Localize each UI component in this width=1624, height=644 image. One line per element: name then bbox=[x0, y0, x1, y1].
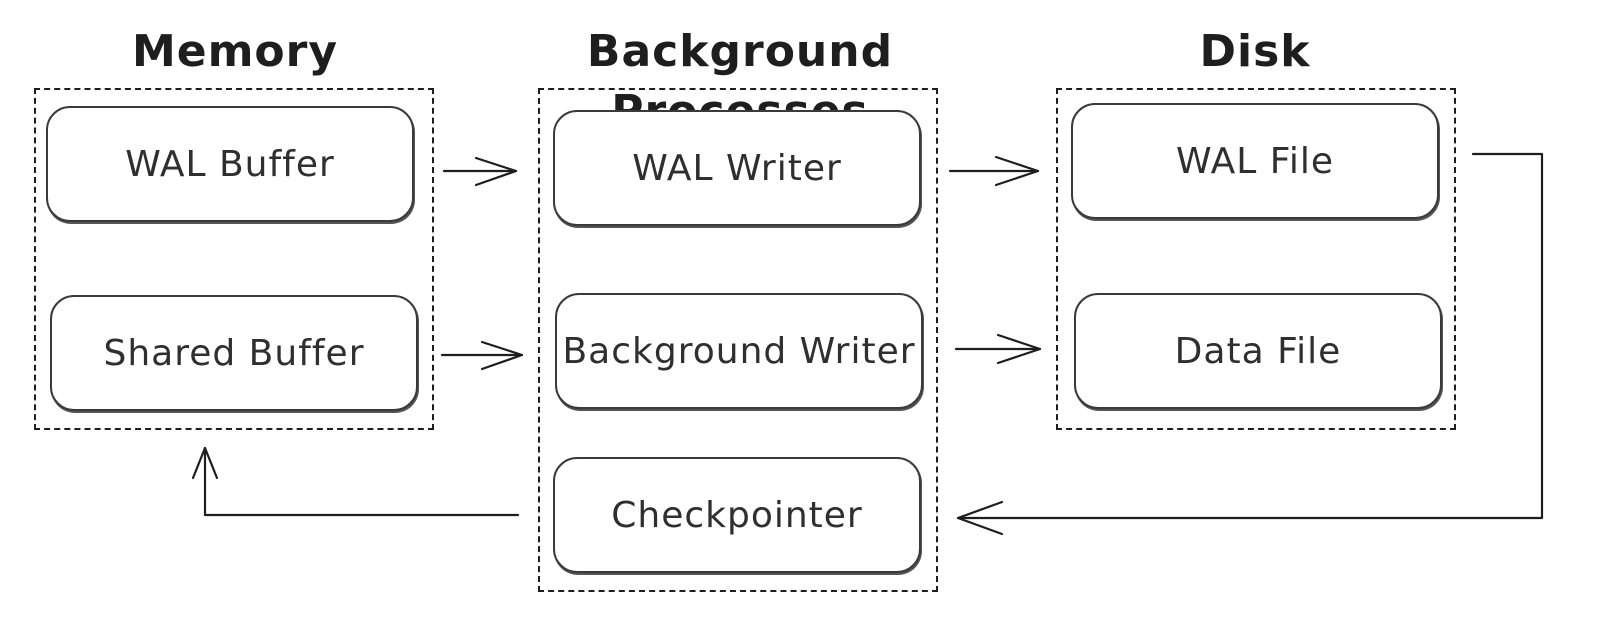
group-title-background-processes: Background Processes bbox=[586, 26, 894, 137]
edge-checkpointer-to-memory bbox=[191, 446, 520, 517]
node-data-file: Data File bbox=[1074, 293, 1442, 409]
group-memory bbox=[34, 88, 434, 430]
edge-shared-buffer-to-background-writer bbox=[440, 340, 524, 371]
node-checkpointer: Checkpointer bbox=[553, 457, 921, 573]
edge-background-writer-to-data-file bbox=[954, 333, 1042, 365]
edge-wal-writer-to-wal-file bbox=[948, 155, 1040, 187]
edge-wal-buffer-to-wal-writer bbox=[442, 156, 518, 187]
group-title-disk: Disk bbox=[1199, 26, 1311, 77]
node-wal-buffer: WAL Buffer bbox=[46, 106, 414, 222]
node-wal-file: WAL File bbox=[1071, 103, 1439, 219]
node-shared-buffer: Shared Buffer bbox=[50, 295, 418, 411]
group-title-memory: Memory bbox=[131, 26, 339, 77]
node-wal-writer: WAL Writer bbox=[553, 110, 921, 226]
node-background-writer: Background Writer bbox=[555, 293, 923, 409]
group-background-processes bbox=[538, 88, 938, 592]
